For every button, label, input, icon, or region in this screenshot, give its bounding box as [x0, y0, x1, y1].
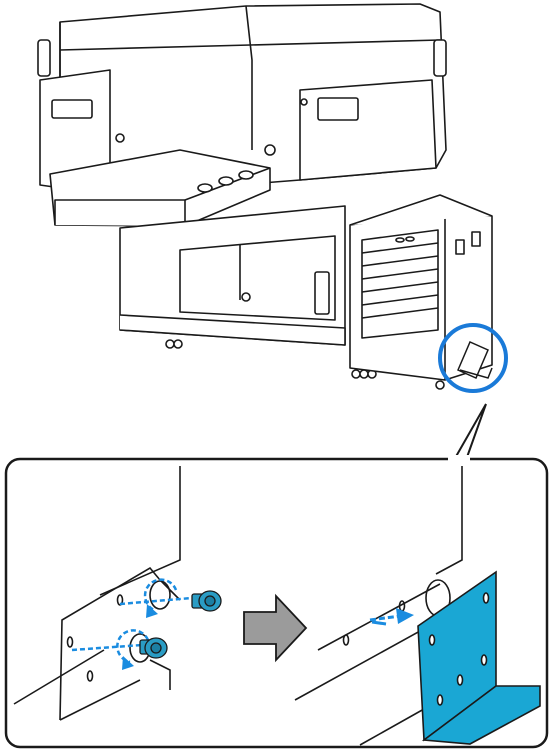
callout-pointer	[454, 404, 486, 460]
printer	[38, 4, 492, 389]
